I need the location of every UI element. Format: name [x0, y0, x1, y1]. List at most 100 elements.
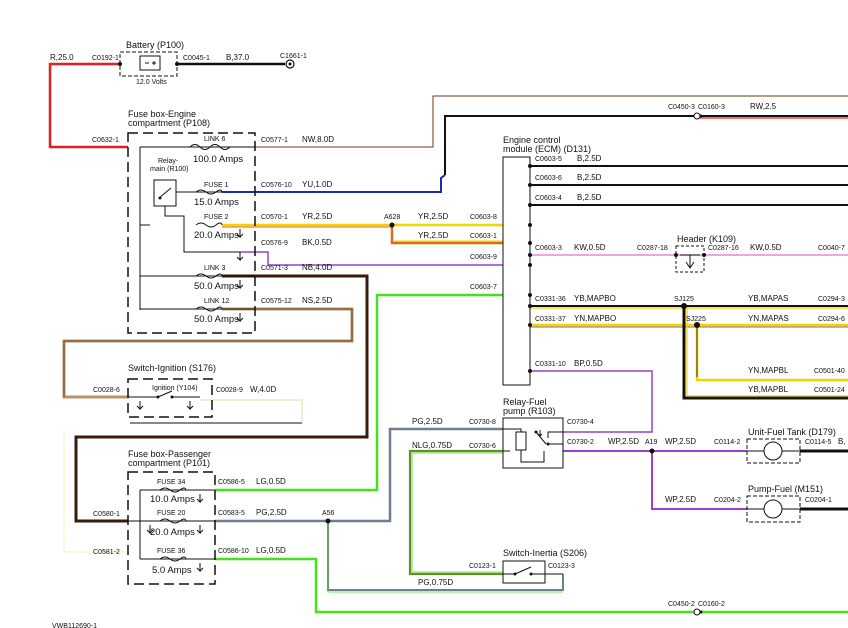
conn-c0028-9: C0028-9 [216, 387, 243, 394]
conn-c0603-3: C0603-3 [535, 245, 562, 252]
fuse-link3-name: LINK 3 [204, 265, 226, 272]
fuse-34-name: FUSE 34 [157, 479, 186, 486]
conn-c0294-3: C0294-3 [818, 296, 845, 303]
conn-c0632: C0632-1 [92, 137, 119, 144]
fusebox-engine-title-1: Fuse box-Engine [128, 109, 196, 119]
conn-c0730-8: C0730-8 [469, 419, 496, 426]
conn-c0192: C0192-1 [92, 55, 119, 62]
fuse-20 [159, 518, 187, 524]
conn-c0114-5: C0114-5 [805, 439, 831, 446]
battery-symbol [118, 51, 179, 77]
splice-sj125 [681, 303, 687, 309]
label-ybmapbl: YB,MAPBL [748, 385, 789, 394]
label-wp25-3: WP,2.5D [665, 495, 696, 504]
wire-wp25-b [651, 451, 747, 510]
conn-sj125: SJ125 [674, 296, 694, 303]
conn-c0160-3: C0160-3 [698, 104, 725, 111]
relay-main-label-1: Relay- [158, 158, 179, 165]
label-r25: R,25.0 [50, 53, 74, 62]
splice-a56 [325, 518, 331, 524]
label-bk05: BK,0.5D [302, 238, 332, 247]
fusebox-passenger-frame [127, 471, 216, 585]
label-pg25-1: PG,2.5D [256, 508, 287, 517]
splice-a19 [649, 448, 655, 454]
conn-c0287-18: C0287-18 [637, 245, 668, 252]
terminal-arrows-engine [236, 229, 244, 323]
battery-rating: 12.0 Volts [136, 79, 167, 86]
inline-connector-c0450-2 [693, 608, 703, 616]
wire-nlg075-trace [411, 452, 503, 573]
conn-c0204-2: C0204-2 [714, 497, 741, 504]
conn-c0123-3: C0123-3 [548, 563, 575, 570]
label-rw25: RW,2.5 [750, 102, 777, 111]
header-k109 [674, 245, 706, 273]
fuse-36-name: FUSE 36 [157, 548, 186, 555]
label-bp05: BP,0.5D [574, 359, 603, 368]
ecm-title-2: module (ECM) (D131) [503, 144, 591, 154]
label-kw05-2: KW,0.5D [750, 243, 782, 252]
label-wp25-1: WP,2.5D [608, 437, 639, 446]
ground-icon [285, 59, 295, 69]
conn-c0287-16: C0287-16 [708, 245, 739, 252]
relay-fuel-box [502, 417, 564, 469]
conn-c0603-6: C0603-6 [535, 175, 562, 182]
conn-c0570: C0570-1 [261, 214, 288, 221]
fuse-1-rating: 15.0 Amps [194, 197, 239, 208]
conn-a19: A19 [645, 439, 658, 446]
conn-c0331-37: C0331-37 [535, 316, 566, 323]
conn-c0160-2: C0160-2 [698, 601, 725, 608]
conn-c0581: C0581-2 [93, 549, 120, 556]
label-kw05-1: KW,0.5D [574, 243, 606, 252]
fuse-link12-name: LINK 12 [204, 298, 229, 305]
label-b-trunc: B, [838, 437, 846, 446]
conn-c0730-2: C0730-2 [567, 439, 594, 446]
conn-c0603-5: C0603-5 [535, 156, 562, 163]
conn-c0603-9: C0603-9 [470, 254, 497, 261]
wire-lg05-b [215, 557, 848, 614]
conn-c0730-6: C0730-6 [469, 443, 496, 450]
label-ybmapbo: YB,MAPBO [574, 294, 616, 303]
ecm-box [502, 156, 531, 386]
label-ynmapas: YN,MAPAS [748, 314, 789, 323]
label-yr25-1: YR,2.5D [302, 212, 332, 221]
wire-white-loop [63, 429, 128, 553]
conn-c0331-36: C0331-36 [535, 296, 566, 303]
wire-w4 [200, 399, 303, 423]
label-nb4: NB,4.0D [302, 263, 332, 272]
fuse-link12 [195, 306, 223, 312]
fuse-link6-rating: 100.0 Amps [193, 154, 243, 165]
label-w4: W,4.0D [250, 385, 276, 394]
label-yr25-2: YR,2.5D [418, 212, 448, 221]
label-b37: B,37.0 [226, 53, 250, 62]
wire-lg05-a [215, 293, 530, 492]
fuse-34 [159, 487, 187, 493]
label-lg05-1: LG,0.5D [256, 477, 286, 486]
fuse-2-rating: 20.0 Amps [194, 230, 239, 241]
wire-nw8 [255, 95, 848, 148]
fuse-20-rating: 20.0 Amps [150, 527, 195, 538]
fuse-link12-rating: 50.0 Amps [194, 314, 239, 325]
fusebox-engine-title-2: compartment (P108) [128, 118, 210, 128]
pump-fuel-title: Pump-Fuel (M151) [748, 484, 823, 494]
label-ynmapbl: YN,MAPBL [748, 366, 789, 375]
conn-c0204-1: C0204-1 [805, 497, 832, 504]
conn-c0028-6: C0028-6 [93, 387, 120, 394]
relay-fuel-contacts [503, 428, 563, 463]
fuse-2-name: FUSE 2 [204, 214, 229, 221]
conn-c0575: C0575-12 [261, 298, 292, 305]
diagram-id: VWB112690-1 [52, 623, 97, 628]
fusebox-passenger-title-2: compartment (P101) [128, 458, 210, 468]
switch-inertia-box [502, 560, 546, 584]
conn-a56: A56 [322, 510, 335, 517]
inline-connector-c0450-3 [693, 112, 703, 120]
wire-sj125-drop [682, 306, 848, 400]
conn-c0603-8: C0603-8 [470, 214, 497, 221]
label-wp25-2: WP,2.5D [665, 437, 696, 446]
label-pg075: PG,0.75D [418, 578, 453, 587]
wire-nb4 [74, 274, 369, 523]
wire-pg25 [215, 427, 503, 523]
relay-fuel-title-1: Relay-Fuel [503, 397, 547, 407]
relay-main [153, 179, 240, 253]
label-b25-2: B,2.5D [577, 173, 602, 182]
unit-fuel-tank [746, 438, 801, 464]
